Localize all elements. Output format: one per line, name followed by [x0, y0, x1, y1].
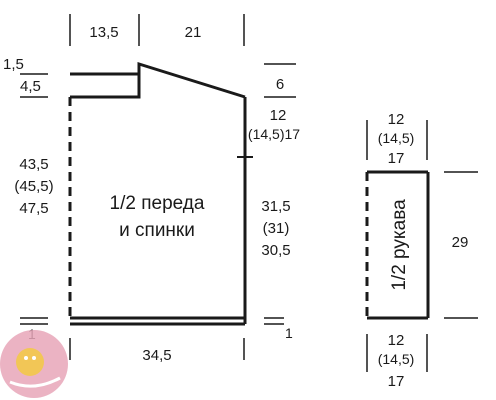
left-height-1: 43,5 — [19, 156, 48, 173]
left-height-3: 47,5 — [19, 200, 48, 217]
right-top-drop-label: 6 — [276, 76, 284, 93]
top-left-width-label: 13,5 — [89, 24, 118, 41]
sleeve-piece-title: 1/2 рукава — [389, 199, 410, 291]
sleeve-bottom-width-2: (14,5) — [378, 351, 415, 367]
bottom-band-right-label: 1 — [285, 325, 293, 341]
sleeve-height-label: 29 — [452, 234, 469, 251]
armhole-sizes-label: (14,5)17 — [248, 126, 300, 142]
sleeve-piece: 12 (14,5) 17 1/2 рукава 29 12 (14,5) 17 — [365, 111, 478, 390]
body-piece-title-2: и спинки — [119, 220, 195, 241]
logo-yarn — [9, 376, 61, 388]
right-height-1: 31,5 — [261, 198, 290, 215]
shoulder-step-label: 1,5 — [3, 56, 24, 73]
top-right-width-label: 21 — [185, 24, 202, 41]
shoulder-outline — [137, 61, 246, 99]
shoulder-step-label-2: 4,5 — [20, 78, 41, 95]
craft-logo-icon — [0, 330, 68, 398]
sleeve-bottom-width-3: 17 — [388, 373, 405, 390]
sleeve-bottom-width-1: 12 — [388, 332, 405, 349]
logo-eye — [24, 356, 28, 360]
armhole-top-label: 12 — [270, 107, 287, 124]
left-height-2: (45,5) — [14, 178, 53, 195]
neck-outline — [70, 72, 141, 99]
sleeve-top-width-3: 17 — [388, 150, 405, 167]
body-piece: 13,5 21 1/2 переда и спинки 1,5 4,5 43,5… — [3, 14, 300, 364]
sleeve-top-width-1: 12 — [388, 111, 405, 128]
bottom-width-label: 34,5 — [142, 347, 171, 364]
body-piece-title-1: 1/2 переда — [110, 193, 205, 214]
right-height-3: 30,5 — [261, 242, 290, 259]
right-height-2: (31) — [263, 220, 290, 237]
logo-inner — [16, 348, 44, 376]
sleeve-top-width-2: (14,5) — [378, 130, 415, 146]
logo-eye — [32, 356, 36, 360]
